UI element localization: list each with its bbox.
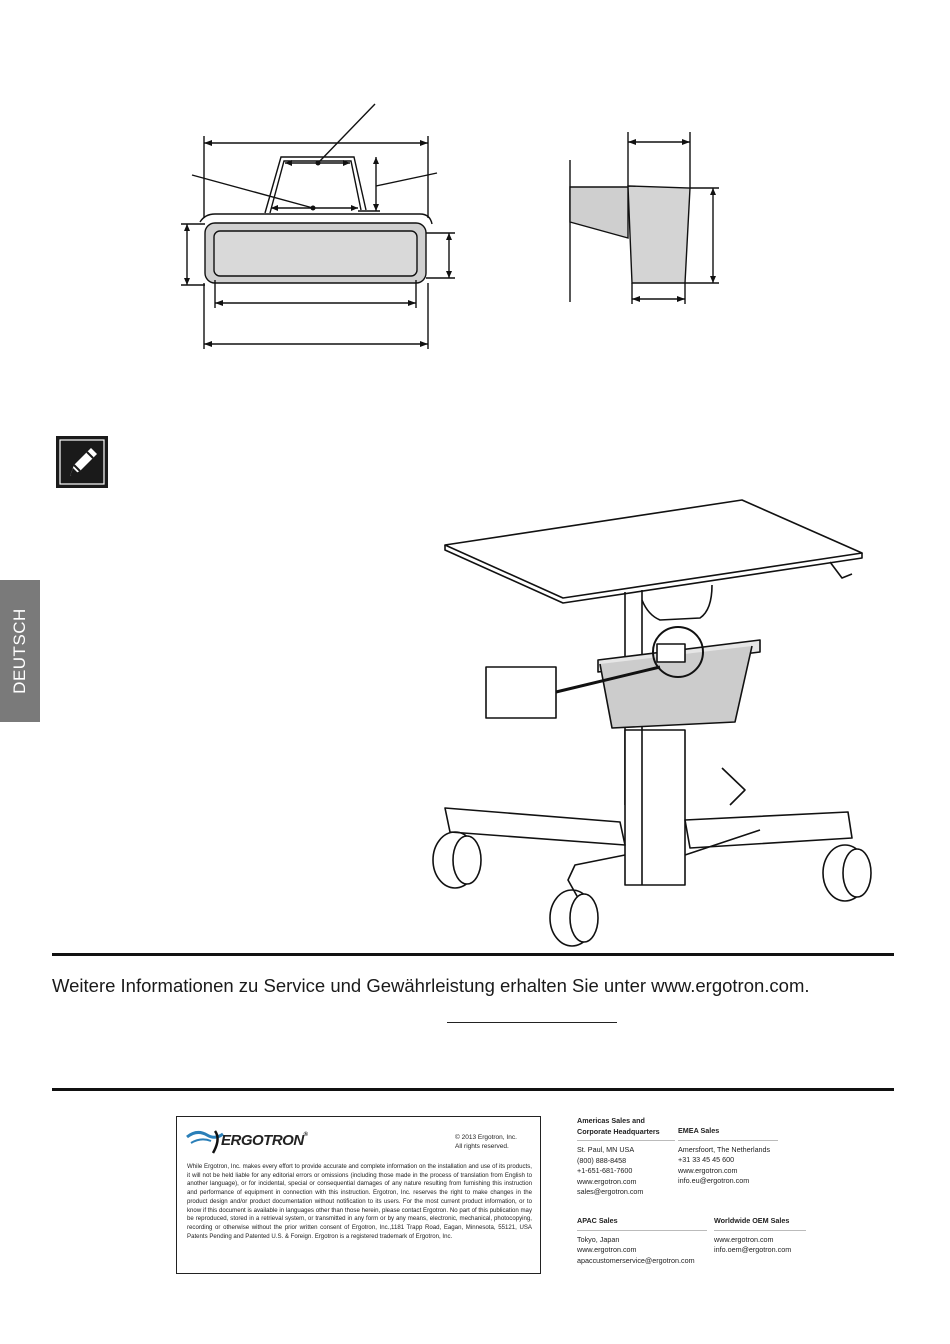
legal-notice-box: ERGOTRON® © 2013 Ergotron, Inc. All righ… bbox=[176, 1116, 541, 1274]
contact-line: www.ergotron.com bbox=[577, 1176, 637, 1186]
contact-line: Tokyo, Japan bbox=[577, 1234, 620, 1244]
contact-emea: EMEA Sales Amersfoort, The Netherlands +… bbox=[678, 1126, 778, 1187]
contact-line: (800) 888-8458 bbox=[577, 1155, 627, 1165]
copyright-notice: © 2013 Ergotron, Inc. All rights reserve… bbox=[455, 1134, 517, 1150]
basket-front-drawing bbox=[181, 103, 455, 349]
contact-line: www.ergotron.com bbox=[577, 1245, 637, 1254]
contact-line: info.eu@ergotron.com bbox=[678, 1176, 750, 1185]
ergotron-logo: ERGOTRON® bbox=[221, 1132, 308, 1149]
section-divider-bottom bbox=[52, 1088, 894, 1091]
ergotron-logo-swoosh-icon bbox=[186, 1130, 224, 1154]
legal-disclaimer: While Ergotron, Inc. makes every effort … bbox=[187, 1163, 532, 1240]
contact-oem: Worldwide OEM Sales www.ergotron.com inf… bbox=[714, 1216, 806, 1256]
cart-illustration bbox=[432, 499, 872, 947]
contact-line: +1-651-681-7600 bbox=[577, 1166, 633, 1175]
contact-line: apaccustomerservice@ergotron.com bbox=[577, 1255, 695, 1265]
contact-line: www.ergotron.com bbox=[678, 1165, 738, 1175]
contact-line: sales@ergotron.com bbox=[577, 1187, 644, 1196]
service-info-text: Weitere Informationen zu Service und Gew… bbox=[52, 975, 810, 996]
contact-line: www.ergotron.com bbox=[714, 1234, 774, 1244]
short-divider bbox=[447, 1022, 617, 1023]
contact-apac: APAC Sales Tokyo, Japan www.ergotron.com… bbox=[577, 1216, 707, 1266]
contact-line: info.oem@ergotron.com bbox=[714, 1245, 792, 1254]
pencil-note-icon bbox=[56, 436, 108, 488]
contact-line: Amersfoort, The Netherlands bbox=[678, 1144, 771, 1154]
section-divider-top bbox=[52, 953, 894, 956]
language-label: DEUTSCH bbox=[10, 608, 29, 694]
contact-line: +31 33 45 45 600 bbox=[678, 1155, 735, 1164]
basket-side-drawing bbox=[569, 132, 719, 304]
language-tab: DEUTSCH bbox=[0, 580, 40, 722]
contact-line: St. Paul, MN USA bbox=[577, 1145, 635, 1154]
